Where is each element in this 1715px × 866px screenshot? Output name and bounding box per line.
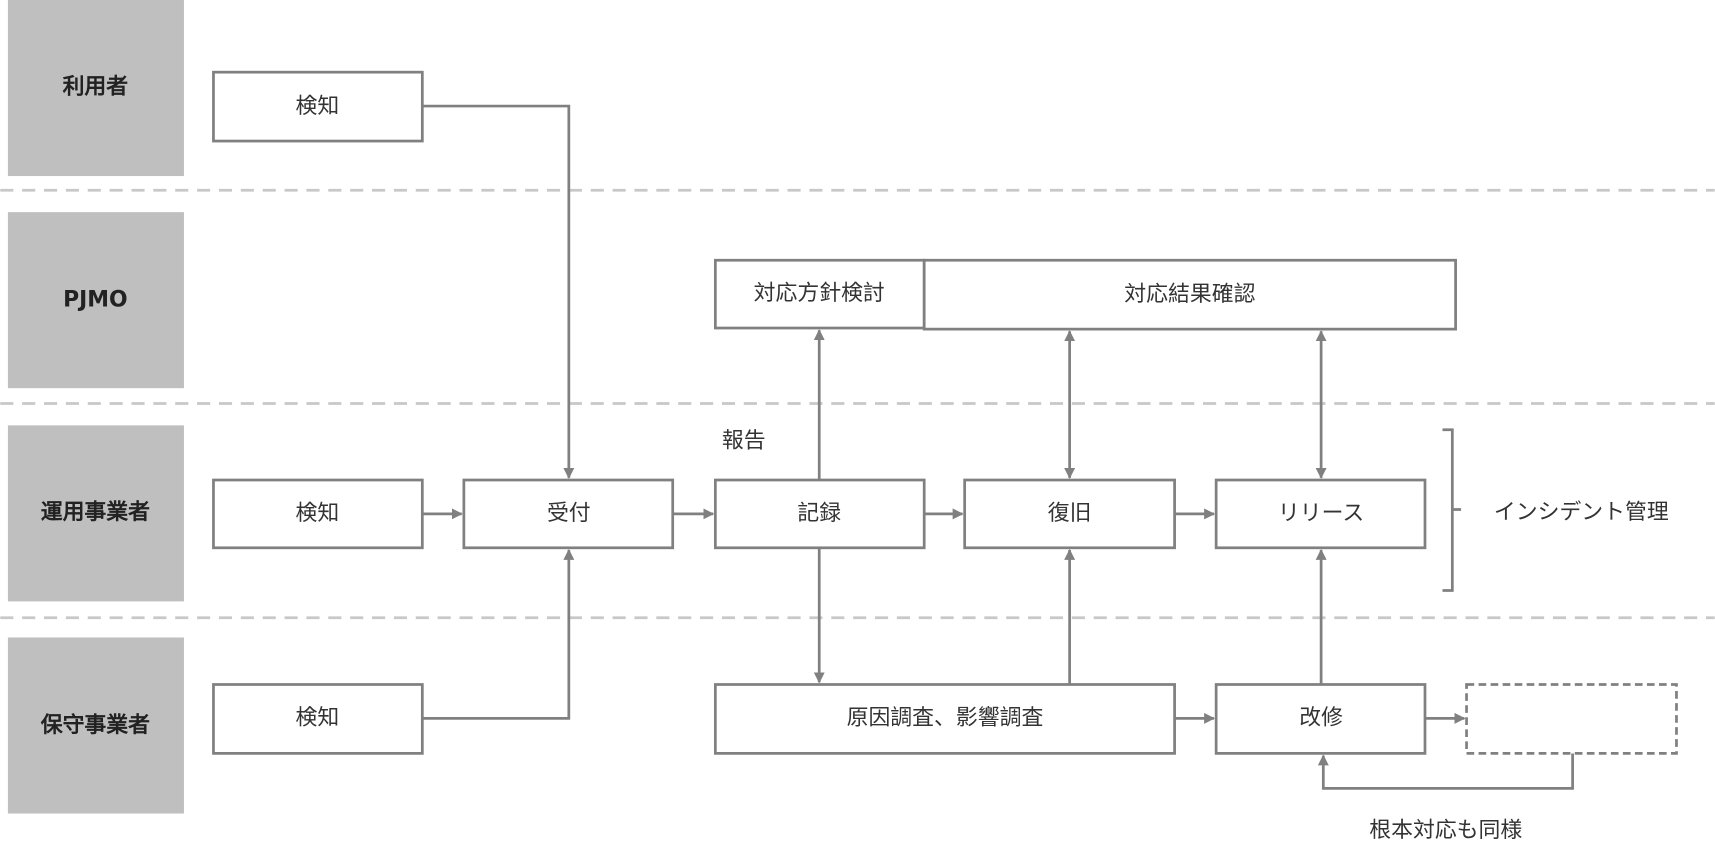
ops-detect-box: 検知 [212, 478, 424, 550]
record-box: 記録 [713, 478, 926, 550]
box-label: 検知 [295, 501, 339, 526]
lane-label: 運用事業者 [41, 499, 150, 525]
lane-label: 保守事業者 [40, 712, 150, 738]
result-confirm-box: 対応結果確認 [922, 258, 1457, 331]
box-label: 原因調査、影響調査 [847, 705, 1044, 730]
lane-operator: 運用事業者 [7, 425, 184, 602]
box-label: 検知 [295, 94, 339, 119]
lane-pjmo: PJMO [7, 212, 184, 389]
policy-review-box: 対応方針検討 [713, 258, 926, 330]
incident-management-label: インシデント管理 [1494, 500, 1669, 525]
fix-box: 改修 [1214, 683, 1427, 755]
maint-detect-box: 検知 [212, 683, 424, 755]
box-label: 改修 [1299, 705, 1343, 730]
connectors [422, 104, 1574, 790]
recovery-box: 復旧 [963, 478, 1176, 550]
reception-box: 受付 [462, 478, 675, 550]
box-label: 復旧 [1048, 501, 1092, 526]
box-label: 受付 [547, 501, 591, 526]
report-label: 報告 [722, 429, 766, 454]
placeholder-dashed-box [1465, 683, 1678, 755]
box-label: リリース [1278, 501, 1364, 526]
box-label: 対応方針検討 [754, 281, 885, 306]
user-detect-box: 検知 [212, 70, 424, 143]
box-label: 検知 [295, 705, 339, 730]
box-label: 対応結果確認 [1124, 282, 1255, 307]
lane-label: 利用者 [63, 74, 129, 99]
root-cause-note: 根本対応も同様 [1369, 818, 1522, 843]
lane-label: PJMO [63, 288, 128, 313]
bracket [1442, 428, 1462, 592]
investigation-box: 原因調査、影響調査 [713, 683, 1176, 755]
lane-maintainer: 保守事業者 [7, 637, 184, 814]
release-box: リリース [1214, 478, 1427, 550]
lane-user: 利用者 [7, 0, 184, 177]
box-label: 記録 [797, 501, 841, 526]
